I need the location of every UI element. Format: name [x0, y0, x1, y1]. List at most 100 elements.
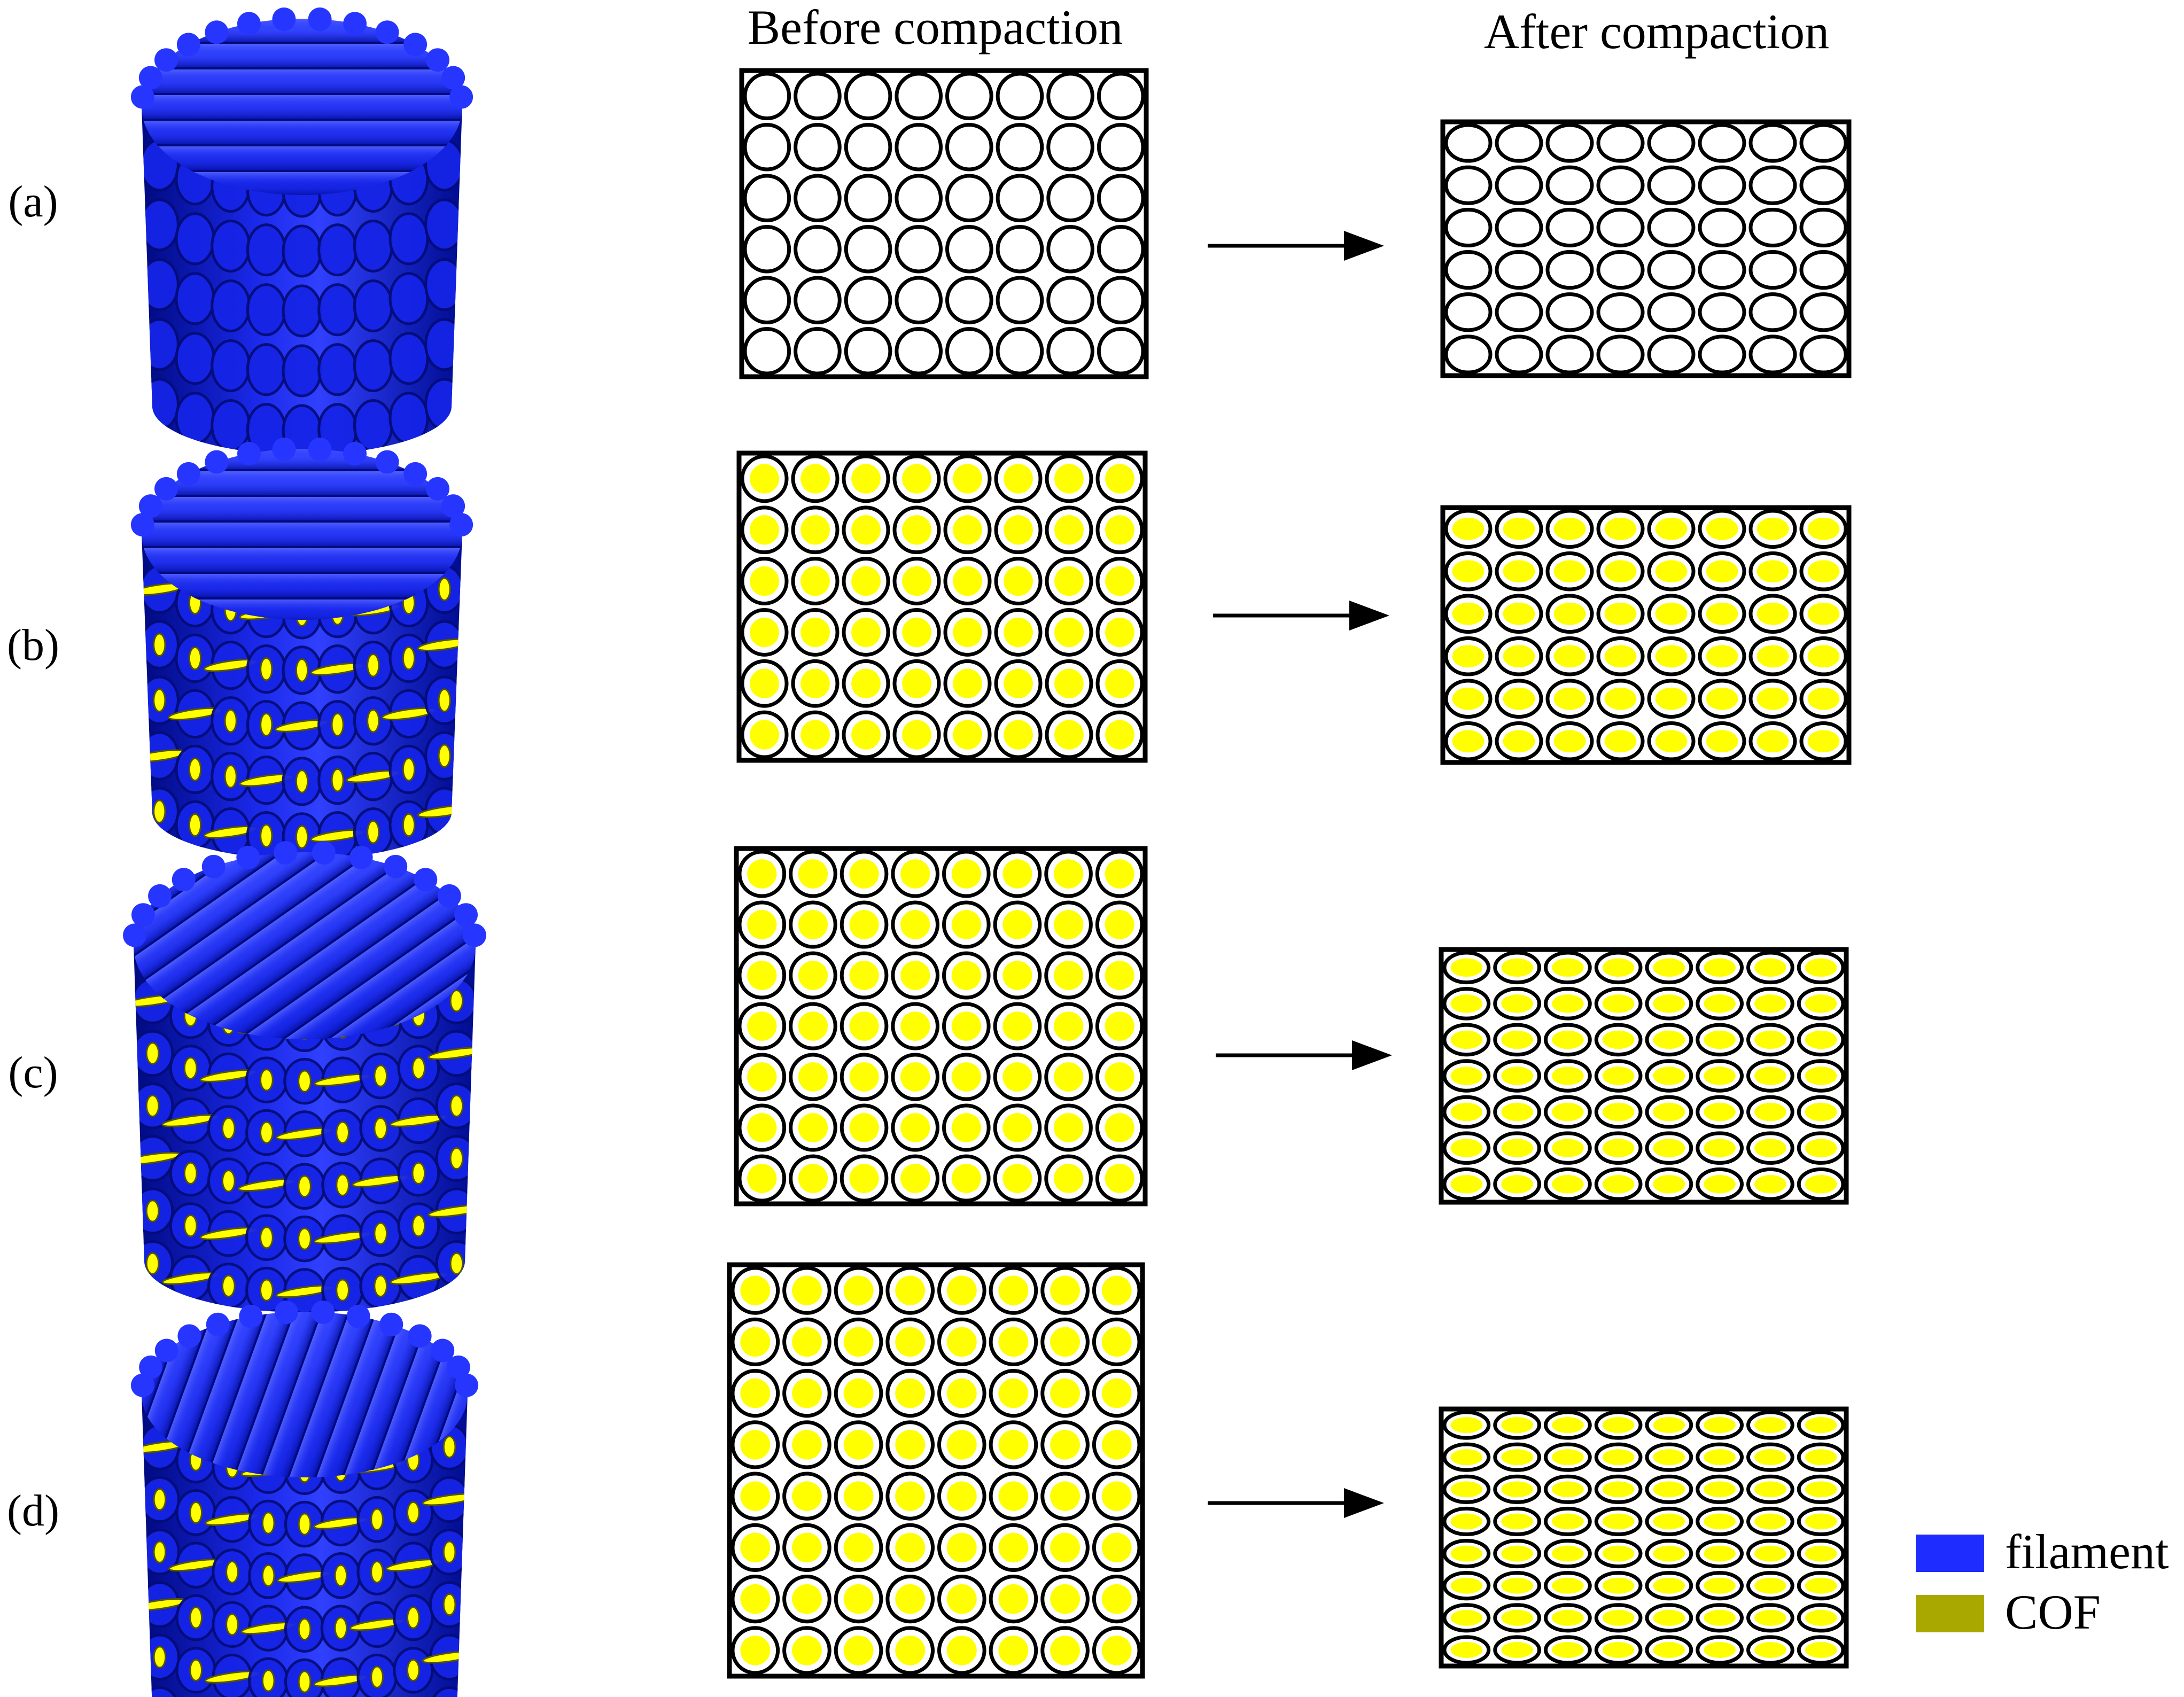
fiber-cell: [782, 1317, 831, 1366]
fiber-cell: [1544, 1059, 1592, 1093]
fiber-cell: [1444, 509, 1493, 549]
fiber-cell: [1495, 551, 1543, 591]
fiber-cell: [885, 1575, 935, 1624]
fiber-cell: [1645, 987, 1693, 1021]
fiber-cell: [1442, 1474, 1491, 1504]
fiber-cell: [1092, 1472, 1141, 1521]
grid-border: [734, 846, 1148, 1206]
fiber-cell: [1442, 1410, 1491, 1440]
fiber-cell: [743, 225, 791, 274]
fiber-cell: [1799, 721, 1848, 761]
fiber-cell: [1442, 1059, 1491, 1093]
fiber-cell: [1442, 1635, 1491, 1665]
fiber-cell: [1044, 1103, 1093, 1152]
fiber-cell: [1698, 123, 1746, 163]
row-label-a: (a): [8, 177, 58, 227]
fiber-cell: [1746, 1410, 1794, 1440]
fiber-cell: [1095, 608, 1144, 657]
fiber-cell: [840, 1053, 889, 1101]
fiber-cell: [996, 123, 1044, 172]
fiber-cell: [1495, 594, 1543, 634]
fiber-cell: [994, 505, 1043, 555]
fiber-cell: [730, 1523, 780, 1572]
fiber-cell: [1545, 636, 1594, 676]
fiber-cell: [1746, 1506, 1794, 1536]
fiber-cell: [1045, 505, 1093, 555]
fiber-cell: [1594, 1410, 1643, 1440]
arrow-d: [1208, 1488, 1384, 1518]
fiber-cell: [794, 225, 842, 274]
fiber-cell: [740, 505, 789, 555]
before-grid-a: [739, 68, 1149, 379]
fiber-cell: [834, 1369, 883, 1418]
fiber-cell: [1596, 165, 1645, 205]
fiber-cell: [1748, 334, 1797, 375]
fiber-cell: [891, 850, 939, 898]
fiber-cell: [1746, 1131, 1794, 1165]
fiber-cell: [1748, 123, 1797, 163]
fiber-cell: [1493, 1059, 1541, 1093]
fiber-cell: [1797, 1095, 1845, 1129]
cylinder-top: [142, 1312, 468, 1477]
fiber-cell: [1698, 292, 1746, 332]
fiber-cell: [1797, 1059, 1845, 1093]
fiber-cell: [1095, 505, 1144, 555]
fiber-cell: [943, 659, 992, 708]
fiber-cell: [1442, 1506, 1491, 1536]
fiber-cell: [737, 1103, 787, 1152]
fiber-cell: [1544, 1095, 1592, 1129]
fiber-cell: [1746, 987, 1794, 1021]
fiber-cell: [842, 608, 890, 657]
grid-border: [1439, 947, 1849, 1205]
fiber-cell: [1045, 557, 1093, 606]
fiber-cell: [1046, 225, 1094, 274]
fiber-cell: [1045, 710, 1093, 759]
fiber-cell: [1698, 509, 1746, 549]
fiber-cell: [1799, 292, 1848, 332]
fiber-cell: [1594, 987, 1643, 1021]
fiber-cell: [1799, 509, 1848, 549]
fiber-cell: [1594, 1474, 1643, 1504]
fiber-cell: [1097, 276, 1145, 324]
fiber-cell: [834, 1472, 883, 1521]
fiber-cell: [937, 1472, 986, 1521]
fiber-cell: [994, 608, 1043, 657]
legend-label-cof: COF: [2005, 1585, 2101, 1639]
fiber-cell: [1493, 1131, 1541, 1165]
fiber-cell: [989, 1626, 1038, 1675]
fiber-cell: [1748, 509, 1797, 549]
fiber-cell: [1545, 509, 1594, 549]
fiber-cell: [1645, 1131, 1693, 1165]
fiber-cell: [937, 1420, 986, 1469]
fiber-cell: [1092, 1523, 1141, 1572]
fiber-cell: [1799, 594, 1848, 634]
fiber-cell: [1797, 1167, 1845, 1201]
fiber-cell: [1596, 594, 1645, 634]
fiber-cell: [1645, 1539, 1693, 1569]
fiber-cell: [1647, 207, 1696, 247]
fiber-cell: [1647, 636, 1696, 676]
fiber-cell: [1797, 951, 1845, 985]
row-label-b: (b): [7, 620, 59, 670]
fiber-cell: [1095, 1154, 1144, 1203]
fiber-cell: [1748, 636, 1797, 676]
fiber-cell: [1645, 1571, 1693, 1601]
fiber-cell: [885, 1420, 935, 1469]
fiber-cell: [1545, 551, 1594, 591]
fiber-cell: [1495, 123, 1543, 163]
fiber-cell: [740, 608, 789, 657]
fiber-cell: [743, 276, 791, 324]
fiber-cell: [1696, 1506, 1744, 1536]
fiber-cell: [993, 1002, 1042, 1050]
fiber-cell: [1746, 1603, 1794, 1633]
fiber-cell: [1696, 987, 1744, 1021]
fiber-cell: [740, 659, 789, 708]
fiber-cell: [1594, 1131, 1643, 1165]
fiber-cell: [1444, 334, 1493, 375]
fiber-cell: [1698, 721, 1746, 761]
fiber-cell: [737, 1002, 787, 1050]
fiber-cell: [842, 557, 890, 606]
fiber-cell: [1044, 900, 1093, 949]
fiber-cell: [891, 900, 939, 949]
fiber-cell: [1696, 1095, 1744, 1129]
